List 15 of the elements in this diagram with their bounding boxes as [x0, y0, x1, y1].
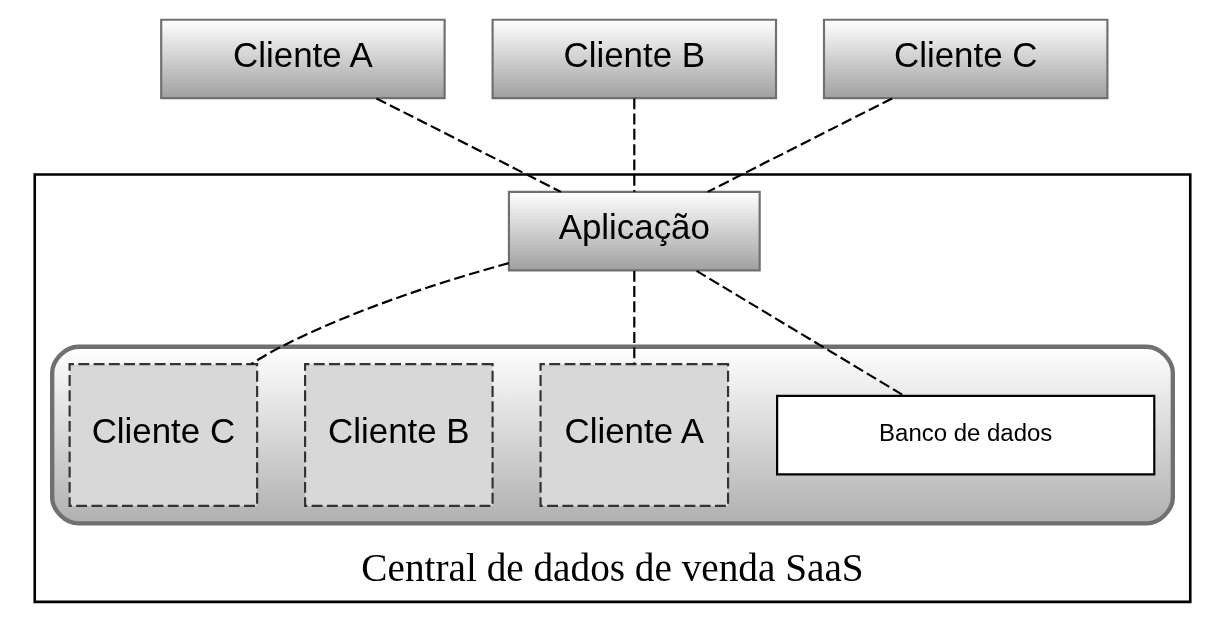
- node-box: Cliente A: [160, 18, 446, 99]
- node-box: Cliente C: [68, 362, 259, 507]
- connector: [250, 261, 509, 365]
- connector: [707, 96, 893, 193]
- connector: [633, 97, 636, 192]
- connector: [633, 270, 636, 364]
- cluster: [50, 344, 1175, 526]
- node-box: Banco de dados: [776, 394, 1156, 475]
- node-box: Aplicação: [507, 190, 761, 272]
- node-box: Cliente A: [539, 362, 730, 507]
- connector: [375, 96, 562, 193]
- node-box: Cliente B: [491, 18, 778, 99]
- node-box: Cliente C: [822, 18, 1109, 99]
- connector: [696, 269, 905, 396]
- node-box: Cliente B: [304, 362, 494, 507]
